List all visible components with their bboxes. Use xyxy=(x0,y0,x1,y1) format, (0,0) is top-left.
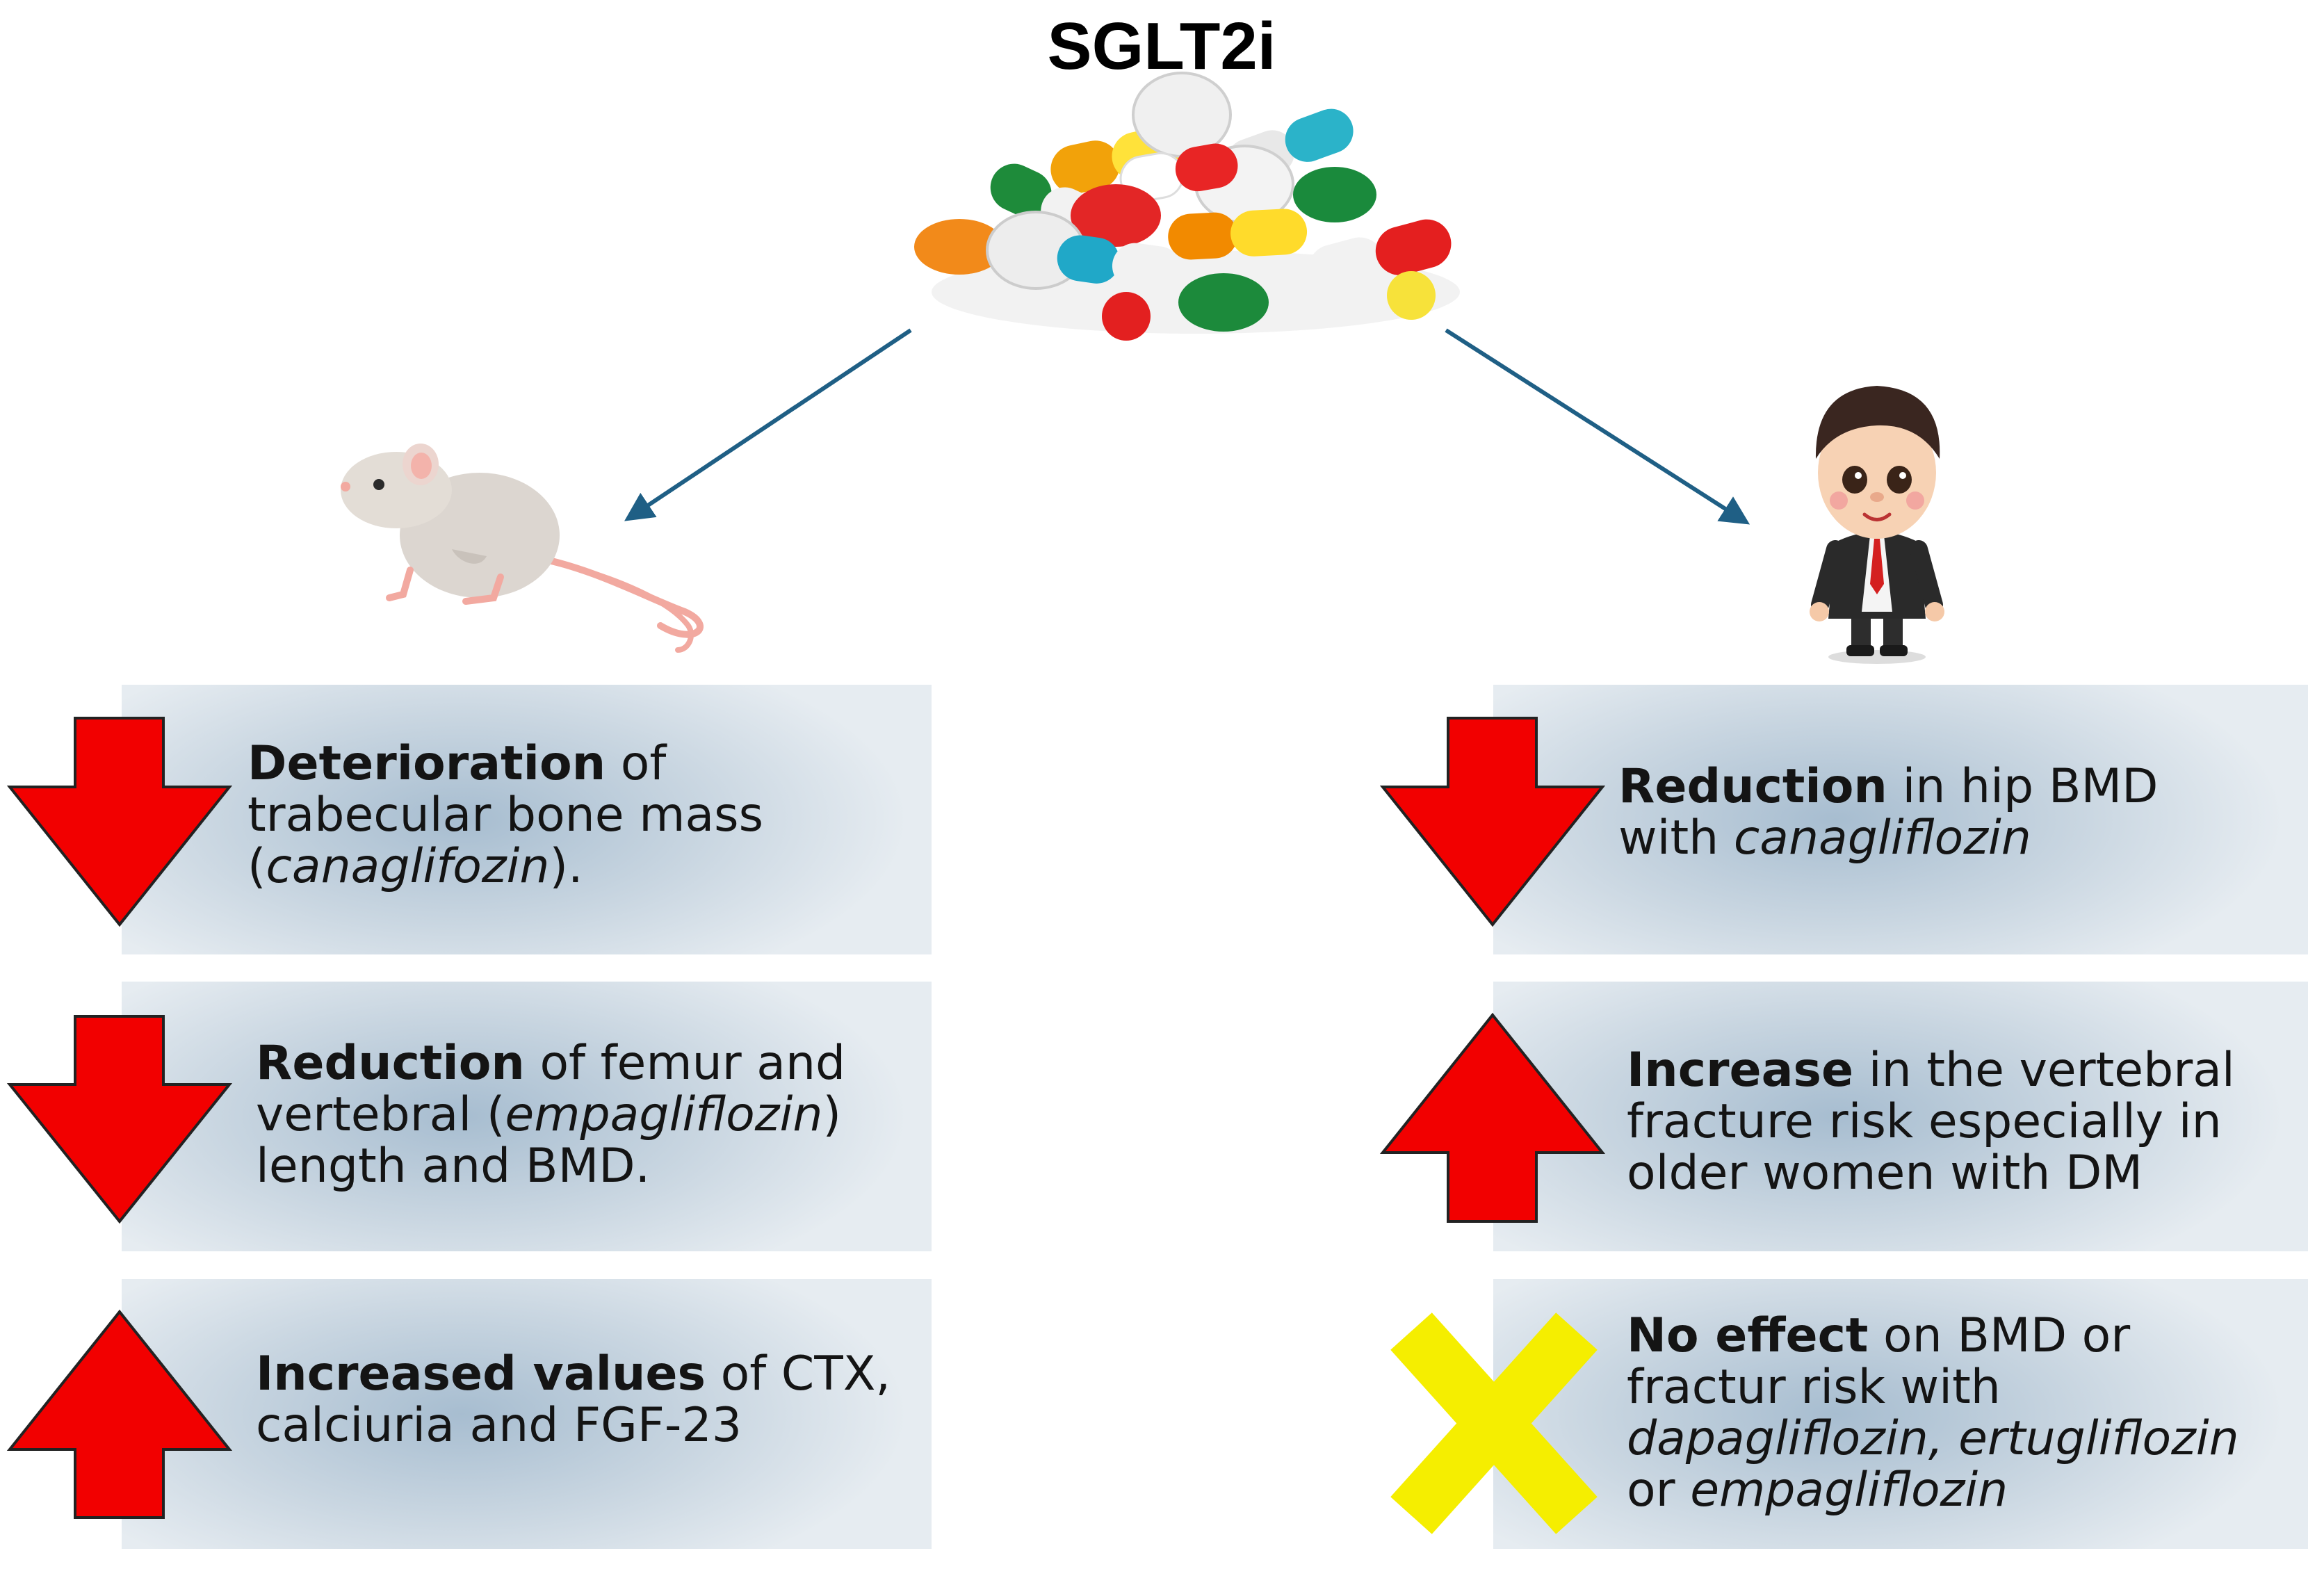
finding-keyword: Reduction xyxy=(256,1036,525,1091)
finding-text-left-3: Increased values of CTX, calciuria and F… xyxy=(256,1347,891,1453)
drug-name: empagliflozin xyxy=(505,1087,823,1142)
down-arrow-icon xyxy=(6,717,233,927)
businessman-icon xyxy=(1810,386,1944,664)
up-arrow-icon xyxy=(1379,1012,1606,1223)
finding-text-left-2: Reduction of femur and vertebral (empagl… xyxy=(256,1036,846,1194)
finding-text-right-3: No effect on BMD or fractur risk with da… xyxy=(1627,1308,2239,1518)
diagram-title: SGLT2i xyxy=(1047,9,1276,83)
finding-keyword: Reduction xyxy=(1618,759,1887,814)
down-arrow-icon xyxy=(1379,717,1606,927)
finding-text-left-1: Deterioration of trabecular bone mass (c… xyxy=(247,736,763,894)
finding-panel-left-1 xyxy=(122,685,932,954)
down-arrow-icon xyxy=(6,1015,233,1224)
up-arrow-icon xyxy=(6,1309,233,1519)
connector-arrow-right xyxy=(1445,328,1750,525)
finding-panel-right-1 xyxy=(1493,685,2308,954)
rat-icon xyxy=(341,444,704,653)
finding-panel-left-2 xyxy=(122,982,932,1251)
finding-keyword: Increased values xyxy=(256,1347,706,1401)
connector-arrow-left xyxy=(624,328,912,521)
drug-name: dapagliflozin, ertugliflozin xyxy=(1627,1411,2239,1466)
drug-name: canaglifozin xyxy=(266,839,550,894)
finding-panel-left-3 xyxy=(122,1279,932,1549)
finding-panel-right-2 xyxy=(1493,982,2308,1251)
drug-name: empagliflozin xyxy=(1690,1463,2008,1518)
finding-keyword: Deterioration xyxy=(247,736,606,791)
finding-panel-right-3 xyxy=(1493,1279,2308,1549)
finding-text-right-2: Increase in the vertebral fracture risk … xyxy=(1627,1043,2235,1201)
drug-name: canagliflozin xyxy=(1733,811,2031,865)
no-effect-x-icon xyxy=(1390,1312,1598,1534)
pill-pile-icon xyxy=(914,72,1460,341)
finding-keyword: Increase xyxy=(1627,1043,1854,1098)
finding-text-right-1: Reduction in hip BMD with canagliflozin xyxy=(1618,759,2159,865)
finding-keyword: No effect xyxy=(1627,1308,1869,1363)
